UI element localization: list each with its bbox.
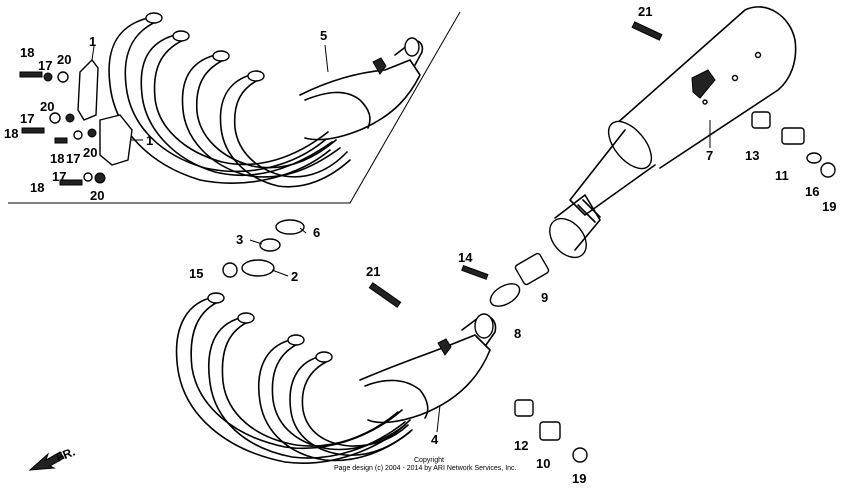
bolt-14 (461, 265, 489, 280)
collar-3 (259, 238, 281, 252)
washer-17a (43, 72, 53, 82)
callout-19: 19 (572, 471, 586, 486)
bolt-21b (368, 282, 402, 308)
callout-18: 18 (50, 151, 64, 166)
callout-17: 17 (52, 169, 66, 184)
callout-20: 20 (90, 188, 104, 203)
nut-15 (222, 262, 238, 278)
muffler-band-8 (489, 283, 521, 307)
callouts: 18 17 20 1 20 17 18 18 17 20 1 17 18 20 … (4, 4, 836, 486)
callout-17: 17 (66, 151, 80, 166)
callout-21: 21 (638, 4, 652, 19)
copyright-line-2: Page design (c) 2004 - 2014 by ARI Netwo… (334, 465, 517, 472)
washer-17c (73, 130, 83, 140)
nut-20a (57, 71, 69, 83)
front-direction-indicator: FR. (28, 445, 77, 471)
callout-17: 17 (38, 58, 52, 73)
callout-1: 1 (89, 34, 96, 49)
nut-20b (65, 113, 75, 123)
bolt-18c (54, 137, 68, 144)
washer-17b (49, 112, 61, 124)
callout-12: 12 (514, 438, 528, 453)
callout-21: 21 (366, 264, 380, 279)
callout-18: 18 (20, 45, 34, 60)
muffler (549, 6, 797, 259)
fr-label: FR. (54, 445, 77, 465)
callout-20: 20 (83, 145, 97, 160)
callout-10: 10 (536, 456, 550, 471)
callout-8: 8 (514, 326, 521, 341)
callout-1: 1 (146, 133, 153, 148)
nut-19b (572, 447, 588, 463)
inset-frame (8, 11, 461, 204)
callout-9: 9 (541, 290, 548, 305)
rubber-11 (781, 127, 805, 145)
nut-19a (820, 162, 836, 178)
joint-2 (241, 259, 275, 277)
callout-19: 19 (822, 199, 836, 214)
gasket-9 (514, 252, 550, 286)
callout-11: 11 (775, 168, 789, 183)
bolt-18d (59, 179, 83, 186)
washer-16 (806, 152, 822, 164)
callout-14: 14 (458, 250, 473, 265)
hardware-parts (19, 21, 836, 463)
callout-18: 18 (4, 126, 18, 141)
bolt-18a (19, 71, 43, 78)
rubber-10 (539, 421, 561, 441)
bracket-1a (77, 58, 99, 121)
exhaust-pipe-assembly-upper (108, 12, 424, 188)
callout-20: 20 (57, 52, 71, 67)
leader-lines (91, 44, 711, 433)
callout-17: 17 (20, 111, 34, 126)
bracket-1b (99, 114, 133, 166)
callout-18: 18 (30, 180, 44, 195)
collar-12 (514, 399, 534, 417)
bolt-18b (21, 127, 45, 134)
copyright-line-1: Copyright (414, 457, 444, 464)
callout-2: 2 (291, 269, 298, 284)
collar-13 (751, 111, 771, 129)
callout-16: 16 (805, 184, 819, 199)
exhaust-pipe-assembly-lower (175, 292, 497, 464)
arrow-left-icon (28, 451, 65, 471)
callout-13: 13 (745, 148, 759, 163)
callout-4: 4 (431, 432, 439, 447)
callout-3: 3 (236, 232, 243, 247)
nut-20d (94, 172, 106, 184)
washer-17d (83, 172, 93, 182)
callout-15: 15 (189, 266, 203, 281)
nut-20c (87, 128, 97, 138)
callout-5: 5 (320, 28, 327, 43)
bolt-21a (631, 21, 663, 41)
callout-6: 6 (313, 225, 320, 240)
callout-20: 20 (40, 99, 54, 114)
gasket-6 (275, 219, 305, 235)
callout-7: 7 (706, 148, 713, 163)
